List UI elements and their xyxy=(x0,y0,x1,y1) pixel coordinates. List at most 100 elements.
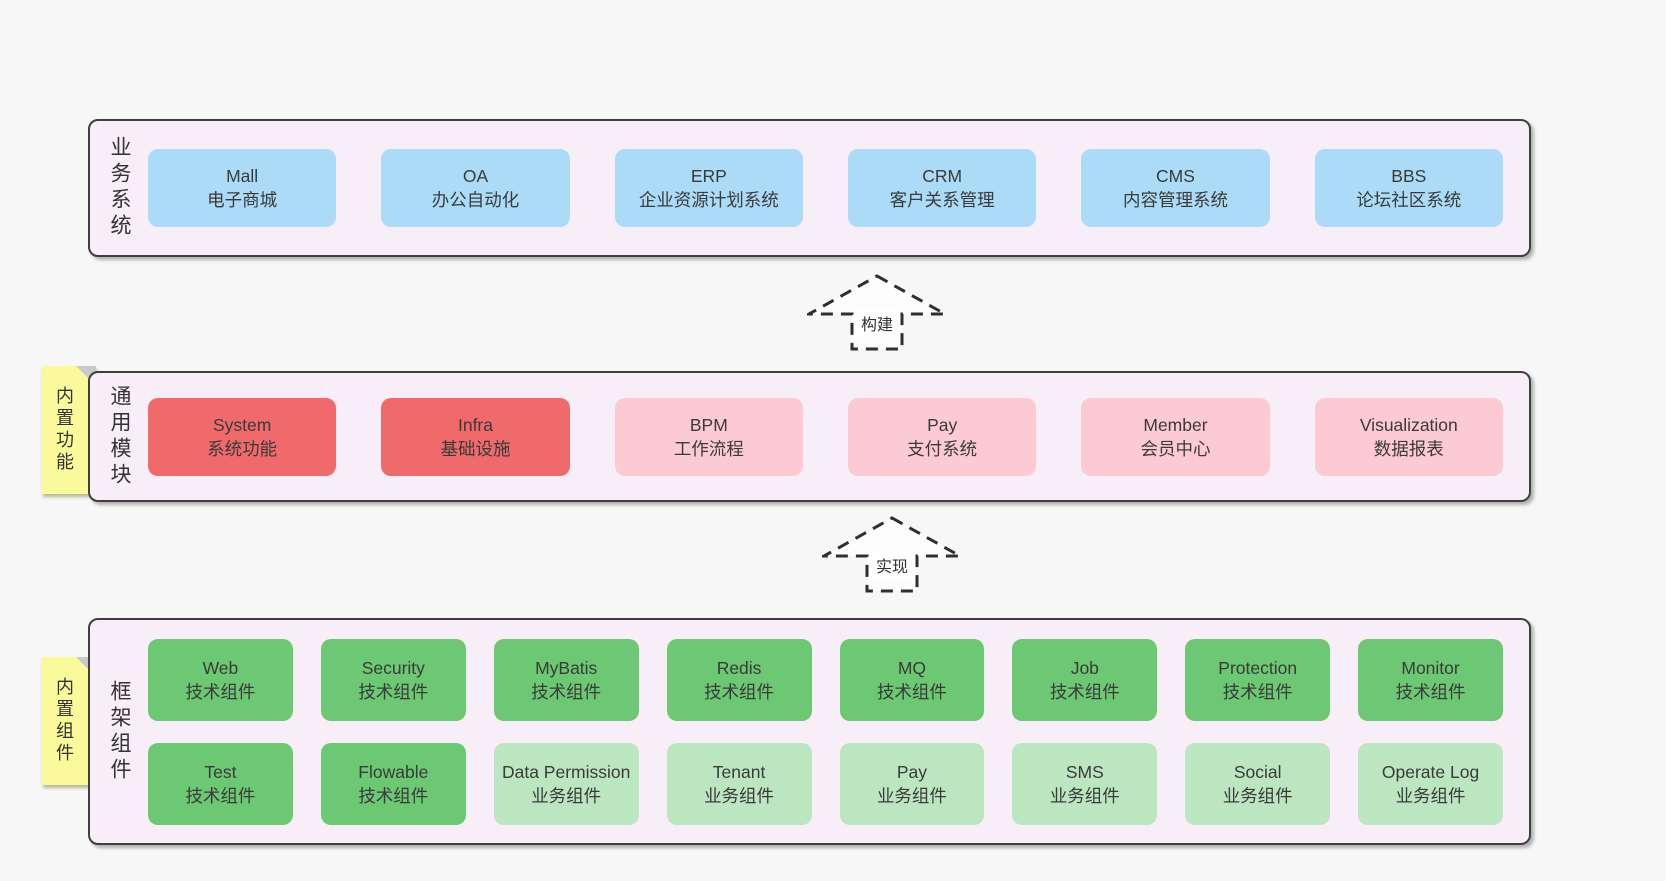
box-protection: Protection 技术组件 xyxy=(1185,638,1331,721)
box-title: CMS xyxy=(1156,166,1195,186)
box-job: Job 技术组件 xyxy=(1012,638,1158,721)
box-web: Web 技术组件 xyxy=(148,638,293,721)
box-title: Member xyxy=(1143,414,1208,435)
box-subtitle: 业务组件 xyxy=(531,785,602,806)
box-title: Security xyxy=(361,657,425,678)
box-tenant: Tenant 业务组件 xyxy=(666,742,812,825)
box-mq: MQ 技术组件 xyxy=(839,638,985,721)
box-mall: Mall 电子商城 xyxy=(148,149,337,227)
box-subtitle: 工作流程 xyxy=(673,438,744,459)
box-infra: Infra 基础设施 xyxy=(381,397,570,476)
box-title: MyBatis xyxy=(535,657,598,678)
box-subtitle: 业务组件 xyxy=(876,785,947,806)
box-subtitle: 业务组件 xyxy=(1395,785,1466,806)
box-subtitle: 技术组件 xyxy=(185,785,256,806)
built-in-features-tag-label: 内置功能 xyxy=(54,386,74,474)
box-subtitle: 企业资源计划系统 xyxy=(638,190,779,210)
box-subtitle: 技术组件 xyxy=(1049,681,1120,702)
box-title: SMS xyxy=(1065,761,1104,782)
box-test: Test 技术组件 xyxy=(148,742,293,825)
box-subtitle: 技术组件 xyxy=(1222,681,1293,702)
box-subtitle: 技术组件 xyxy=(185,681,256,702)
box-title: Social xyxy=(1233,761,1282,782)
box-title: CRM xyxy=(922,166,963,186)
box-subtitle: 业务组件 xyxy=(1049,785,1120,806)
implement-arrow-icon: 实现 xyxy=(822,516,962,593)
box-member: Member 会员中心 xyxy=(1081,397,1270,476)
box-title: Monitor xyxy=(1401,657,1460,678)
box-subtitle: 技术组件 xyxy=(704,681,775,702)
box-title: Infra xyxy=(457,414,493,435)
built-in-components-tag-label: 内置组件 xyxy=(54,677,74,765)
layer-framework-components-label: 框架组件 xyxy=(108,679,131,784)
box-title: Protection xyxy=(1218,657,1298,678)
box-social: Social 业务组件 xyxy=(1185,742,1331,825)
box-flowable: Flowable 技术组件 xyxy=(320,742,466,825)
box-bbs: BBS 论坛社区系统 xyxy=(1314,149,1503,227)
build-arrow-label: 构建 xyxy=(861,316,893,334)
box-subtitle: 电子商城 xyxy=(207,190,278,210)
box-subtitle: 内容管理系统 xyxy=(1122,190,1228,210)
box-redis: Redis 技术组件 xyxy=(666,638,812,721)
layer-common-modules-label: 通用模块 xyxy=(108,384,131,489)
box-cms: CMS 内容管理系统 xyxy=(1081,149,1270,227)
box-title: Data Permission xyxy=(501,761,631,782)
box-subtitle: 技术组件 xyxy=(531,681,602,702)
box-subtitle: 业务组件 xyxy=(704,785,775,806)
box-subtitle: 支付系统 xyxy=(907,438,978,459)
box-title: Visualization xyxy=(1359,414,1458,435)
box-title: Redis xyxy=(716,657,762,678)
box-title: Web xyxy=(202,657,239,678)
box-subtitle: 会员中心 xyxy=(1140,438,1211,459)
box-subtitle: 业务组件 xyxy=(1222,785,1293,806)
box-subtitle: 技术组件 xyxy=(358,785,429,806)
layer-business-systems-label: 业务系统 xyxy=(108,136,131,240)
box-title: OA xyxy=(462,166,489,186)
box-title: System xyxy=(212,414,272,435)
box-title: ERP xyxy=(690,166,727,186)
box-subtitle: 基础设施 xyxy=(440,438,511,459)
built-in-features-tag: 内置功能 xyxy=(42,366,96,494)
box-subtitle: 论坛社区系统 xyxy=(1356,190,1462,210)
box-operate-log: Operate Log 业务组件 xyxy=(1358,742,1503,825)
build-arrow-icon: 构建 xyxy=(807,274,947,351)
box-subtitle: 客户关系管理 xyxy=(889,190,995,210)
implement-arrow-label: 实现 xyxy=(876,558,908,576)
box-title: Flowable xyxy=(358,761,429,782)
box-title: Mall xyxy=(226,166,259,186)
box-title: Job xyxy=(1070,657,1099,678)
box-title: BPM xyxy=(689,414,728,435)
box-sms: SMS 业务组件 xyxy=(1012,742,1158,825)
box-security: Security 技术组件 xyxy=(320,638,466,721)
box-visualization: Visualization 数据报表 xyxy=(1314,397,1503,476)
box-title: BBS xyxy=(1391,166,1427,186)
box-subtitle: 技术组件 xyxy=(1395,681,1466,702)
box-subtitle: 技术组件 xyxy=(358,681,429,702)
box-title: Test xyxy=(204,761,237,782)
box-title: Pay xyxy=(896,761,928,782)
box-title: Tenant xyxy=(712,761,766,782)
box-erp: ERP 企业资源计划系统 xyxy=(614,149,803,227)
box-title: Operate Log xyxy=(1381,761,1480,782)
box-subtitle: 数据报表 xyxy=(1373,438,1444,459)
box-crm: CRM 客户关系管理 xyxy=(847,149,1037,227)
box-subtitle: 技术组件 xyxy=(876,681,947,702)
box-data-permission: Data Permission 业务组件 xyxy=(493,742,639,825)
box-pay: Pay 业务组件 xyxy=(839,742,985,825)
box-title: MQ xyxy=(897,657,927,678)
box-mybatis: MyBatis 技术组件 xyxy=(493,638,639,721)
box-monitor: Monitor 技术组件 xyxy=(1358,638,1503,721)
